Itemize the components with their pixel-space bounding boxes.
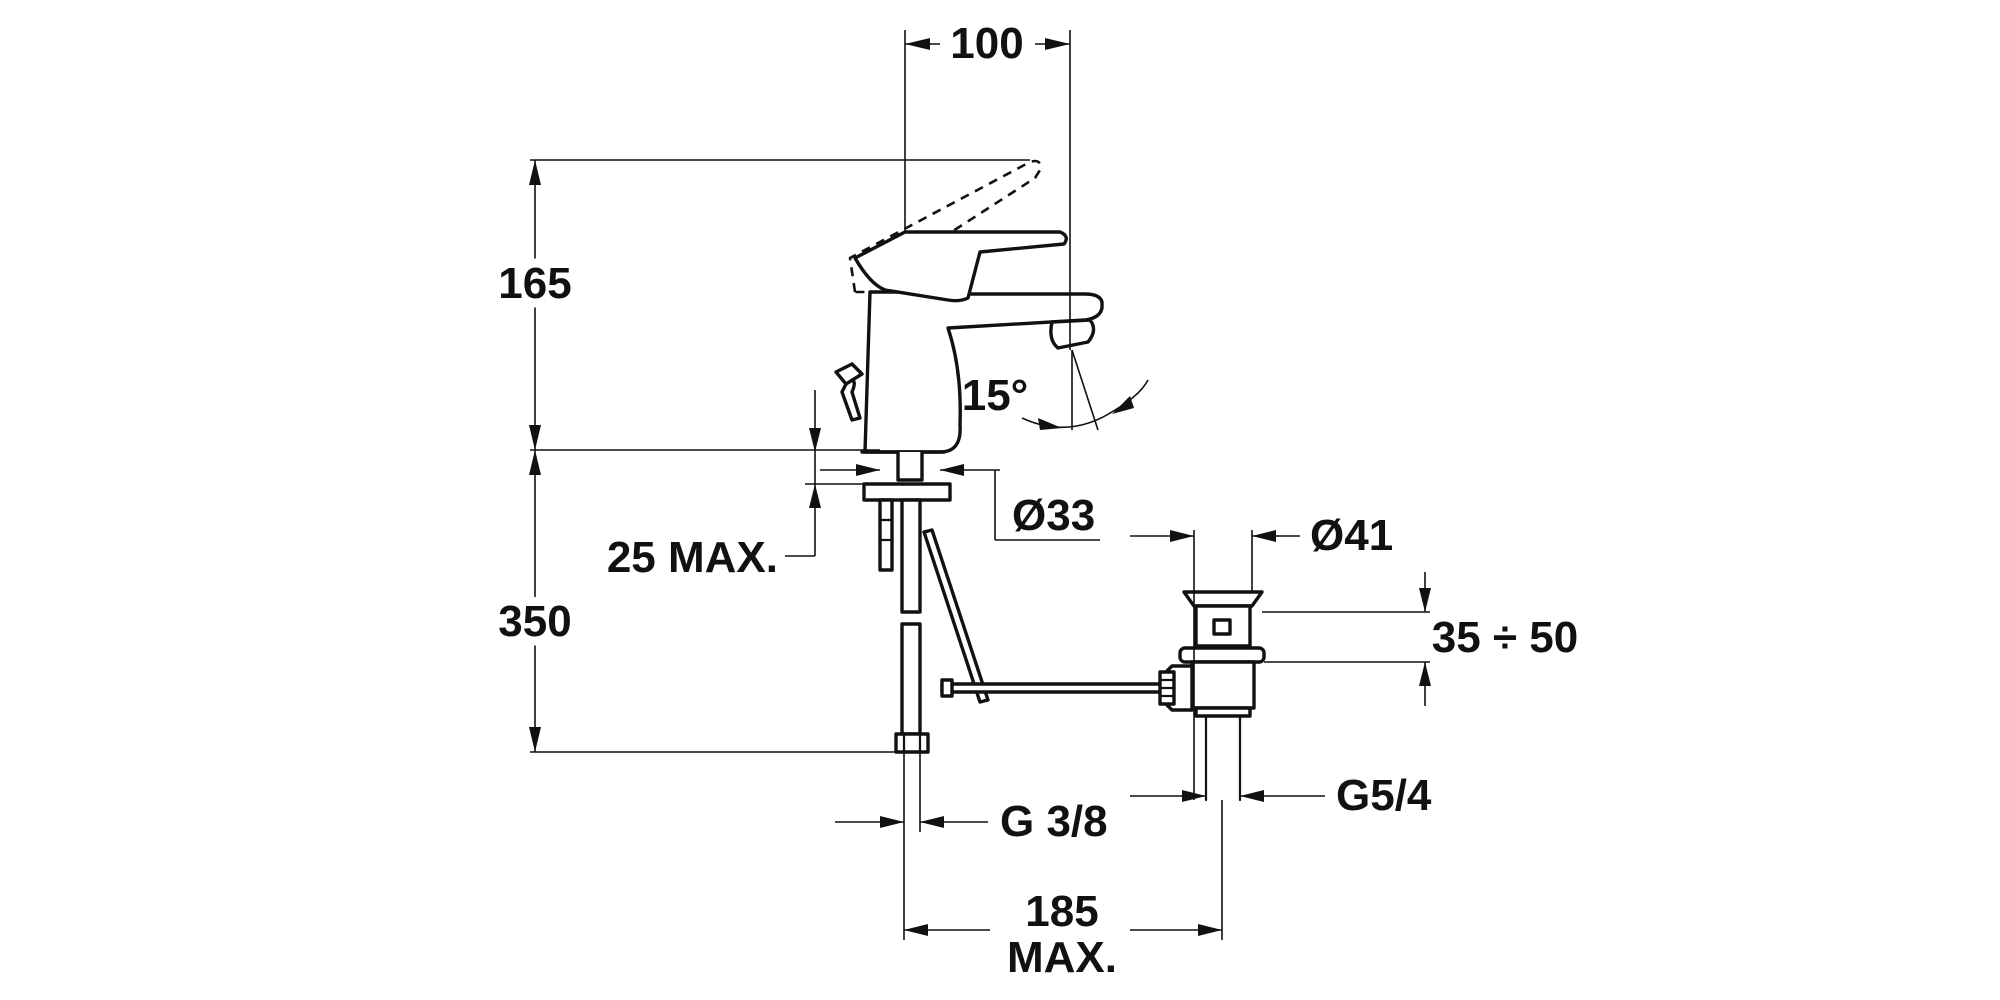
waste-body-upper [1194,604,1252,648]
dimension-hole-diameter: Ø33 [820,464,1100,541]
dim-waste-range-label: 35 ÷ 50 [1432,613,1578,662]
dim-inlet-thread-label: G 3/8 [1000,797,1108,846]
dimension-deck-thickness: 25 MAX. [607,390,870,582]
dim-rod-length-value: 185 [1025,887,1098,936]
fixing-rod [878,498,894,572]
dim-waste-diameter-label: Ø41 [1310,511,1393,560]
dim-waste-thread-label: G5/4 [1336,771,1432,820]
waste-tail [1194,706,1252,718]
dim-rod-length-suffix: MAX. [1007,933,1117,982]
waste-lever-rod [940,682,1166,694]
waste-lever-end [940,678,954,698]
spout-tip [1049,318,1096,350]
hose-nut [894,732,930,754]
dim-deck-thickness-label: 25 MAX. [607,533,778,582]
washer-plate [862,482,952,502]
dimension-waste-thread: G5/4 [1130,771,1432,820]
dim-width-top-label: 100 [950,19,1023,68]
pop-up-knob [840,378,862,422]
dim-height-lower-label: 350 [498,597,571,646]
dimension-inlet-thread: G 3/8 [835,752,1108,940]
waste-plug [1212,618,1232,636]
dimension-waste-diameter: Ø41 [1130,511,1393,800]
dimension-height-upper: 165 [489,159,1030,451]
flexible-hose-upper [900,498,922,614]
faucet-body-outline [863,290,1104,454]
lever-handle [853,230,1068,303]
waste-flange [1182,590,1264,608]
pop-up-knob-cap [834,362,864,386]
dimension-waste-range: 35 ÷ 50 [1262,572,1578,706]
pop-up-rod [922,528,990,704]
pop-up-waste [1158,590,1266,802]
dim-height-upper-label: 165 [498,259,571,308]
faucet-body [834,159,1104,454]
under-deck-fittings [862,450,1166,754]
dimension-height-lower: 350 [489,450,900,753]
lever-raised-outline [848,159,1042,294]
shank-stud [896,450,924,482]
dim-hole-diameter-label: Ø33 [1012,491,1095,540]
dimension-width-top: 100 [904,19,1071,350]
dimension-rod-length: 185 MAX. [904,800,1223,982]
waste-body-lower [1190,660,1256,710]
waste-collar [1178,646,1266,664]
flexible-hose-lower [900,622,922,736]
dimension-angle: 15° [962,349,1149,431]
dim-angle-label: 15° [962,371,1029,420]
